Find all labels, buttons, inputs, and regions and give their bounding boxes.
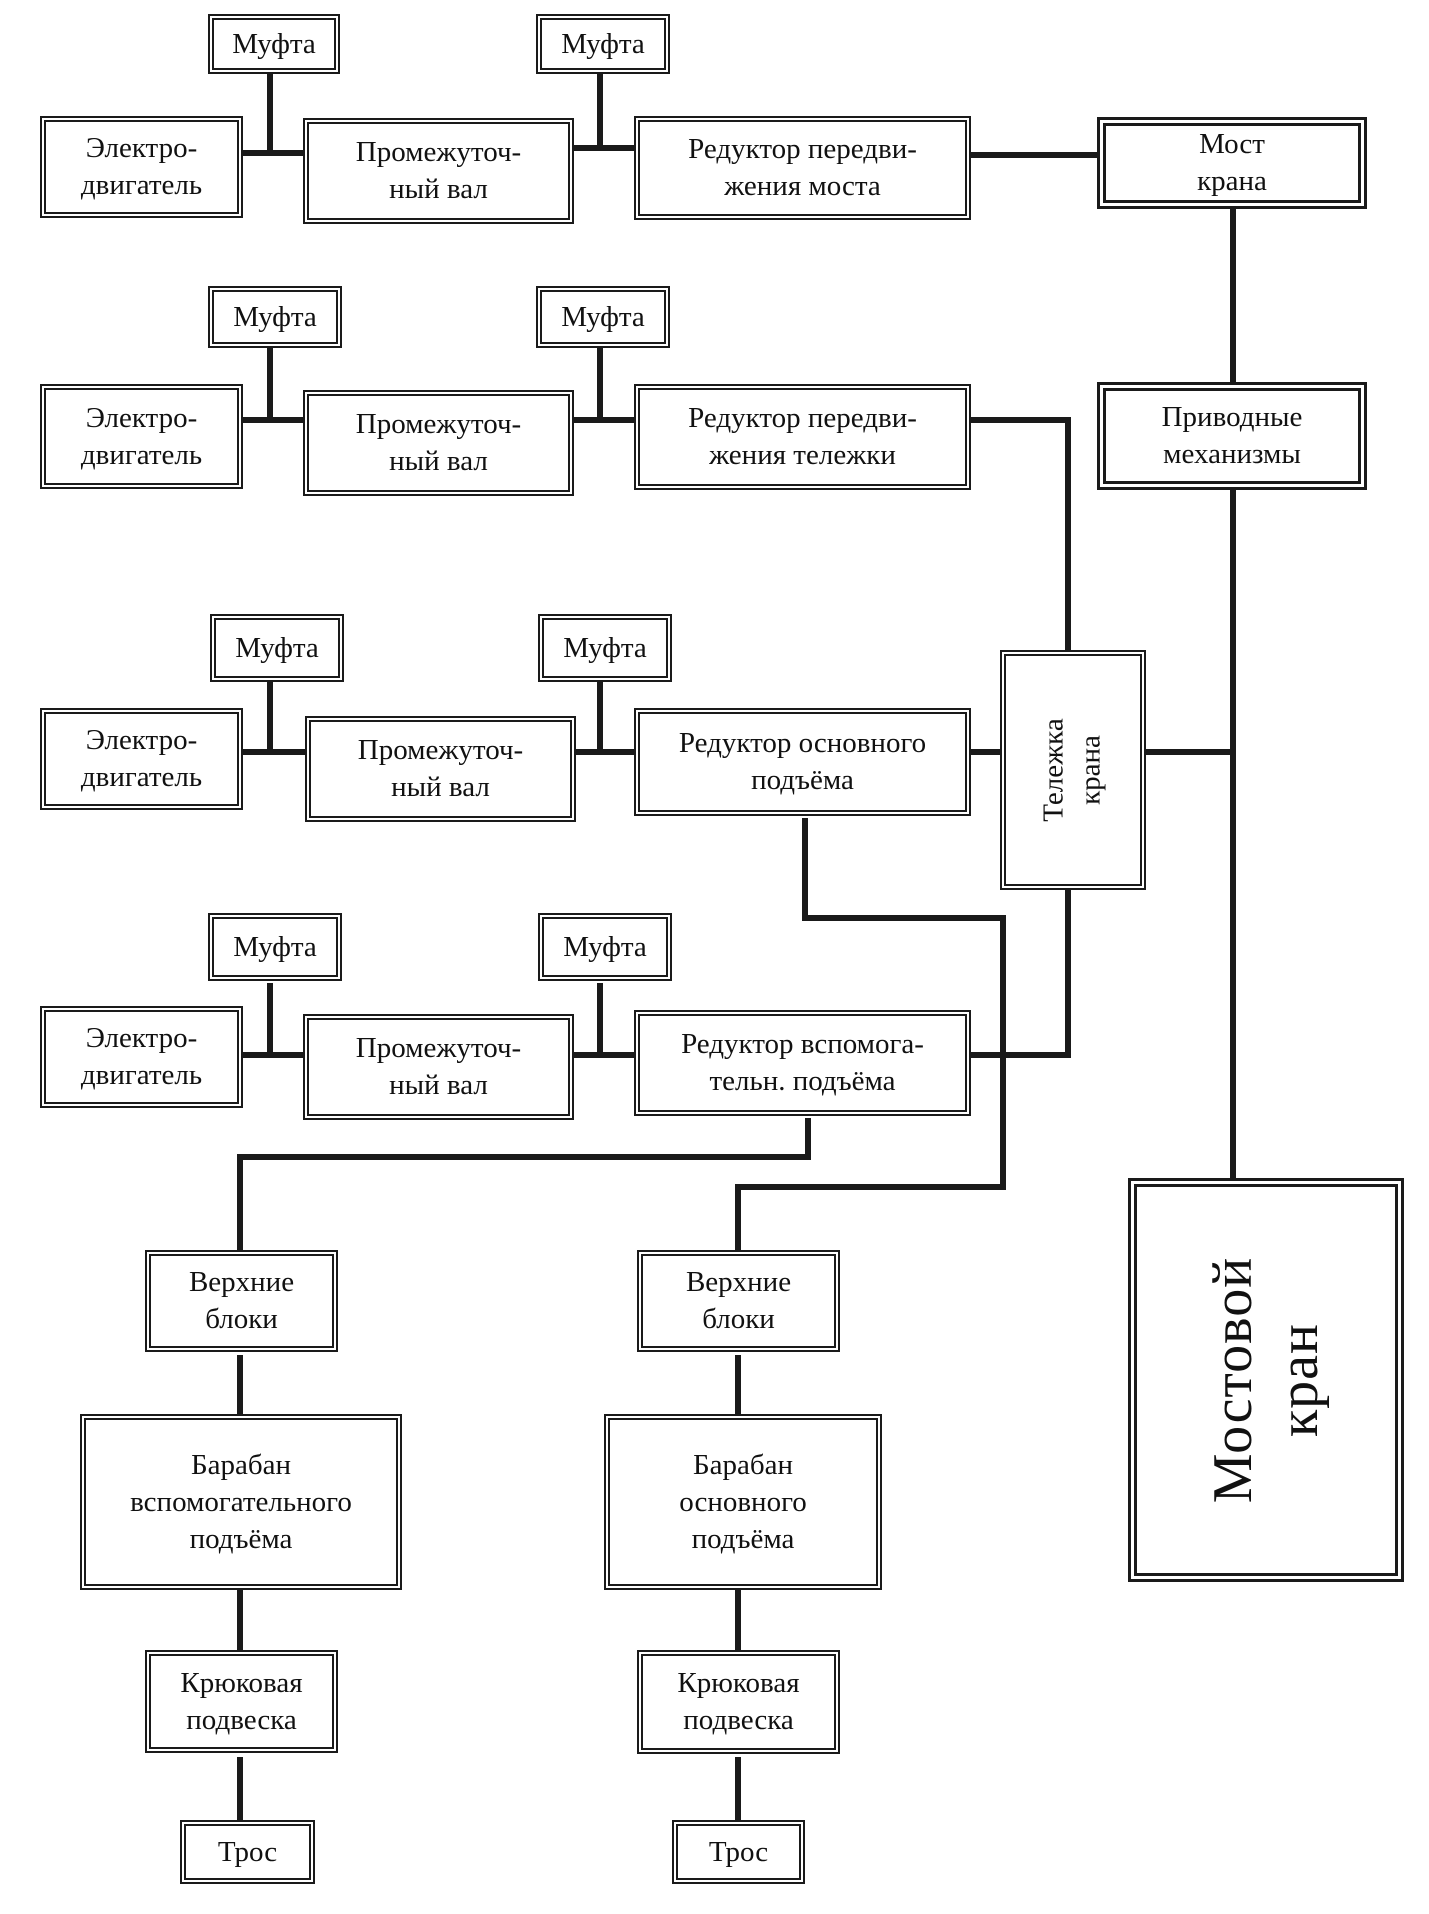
- hook-suspension-auxiliary: Крюковая подвеска: [145, 1650, 338, 1753]
- auxiliary-hoist-drum: Барабан вспомогательного подъёма: [80, 1414, 402, 1590]
- electric-motor-row-3: Электро- двигатель: [40, 708, 243, 810]
- trolley-travel-reducer: Редуктор передви- жения тележки: [634, 384, 971, 490]
- electric-motor-row-4: Электро- двигатель: [40, 1006, 243, 1108]
- coupling-2-row-1: Муфта: [536, 14, 670, 74]
- connector: [237, 1118, 811, 1255]
- coupling-1-row-1: Муфта: [208, 14, 340, 74]
- rope-auxiliary: Трос: [180, 1820, 315, 1884]
- connector: [735, 818, 1006, 1255]
- connector: [968, 890, 1071, 1058]
- bridge-travel-reducer: Редуктор передви- жения моста: [634, 116, 971, 220]
- overhead-crane: Мостовой кран: [1128, 1178, 1404, 1582]
- coupling-2-row-3: Муфта: [538, 614, 672, 682]
- coupling-1-row-3: Муфта: [210, 614, 344, 682]
- crane-bridge: Мост крана: [1097, 117, 1367, 209]
- coupling-1-row-2: Муфта: [208, 286, 342, 348]
- intermediate-shaft-row-1: Промежуточ- ный вал: [303, 118, 574, 224]
- rope-main: Трос: [672, 1820, 805, 1884]
- crane-trolley-label: Тележка крана: [1037, 718, 1107, 822]
- main-hoist-drum: Барабан основного подъёма: [604, 1414, 882, 1590]
- coupling-2-row-4: Муфта: [538, 913, 672, 981]
- intermediate-shaft-row-2: Промежуточ- ный вал: [303, 390, 574, 496]
- upper-blocks-main: Верхние блоки: [637, 1250, 840, 1352]
- drive-mechanisms: Приводные механизмы: [1097, 382, 1367, 490]
- electric-motor-row-1: Электро- двигатель: [40, 116, 243, 218]
- overhead-crane-label: Мостовой кран: [1201, 1256, 1330, 1504]
- upper-blocks-auxiliary: Верхние блоки: [145, 1250, 338, 1352]
- coupling-2-row-2: Муфта: [536, 286, 670, 348]
- connector: [968, 417, 1071, 653]
- coupling-1-row-4: Муфта: [208, 913, 342, 981]
- main-hoist-reducer: Редуктор основного подъёма: [634, 708, 971, 816]
- crane-trolley: Тележка крана: [1000, 650, 1146, 890]
- auxiliary-hoist-reducer: Редуктор вспомога- тельн. подъёма: [634, 1010, 971, 1116]
- intermediate-shaft-row-3: Промежуточ- ный вал: [305, 716, 576, 822]
- electric-motor-row-2: Электро- двигатель: [40, 384, 243, 489]
- intermediate-shaft-row-4: Промежуточ- ный вал: [303, 1014, 574, 1120]
- hook-suspension-main: Крюковая подвеска: [637, 1650, 840, 1754]
